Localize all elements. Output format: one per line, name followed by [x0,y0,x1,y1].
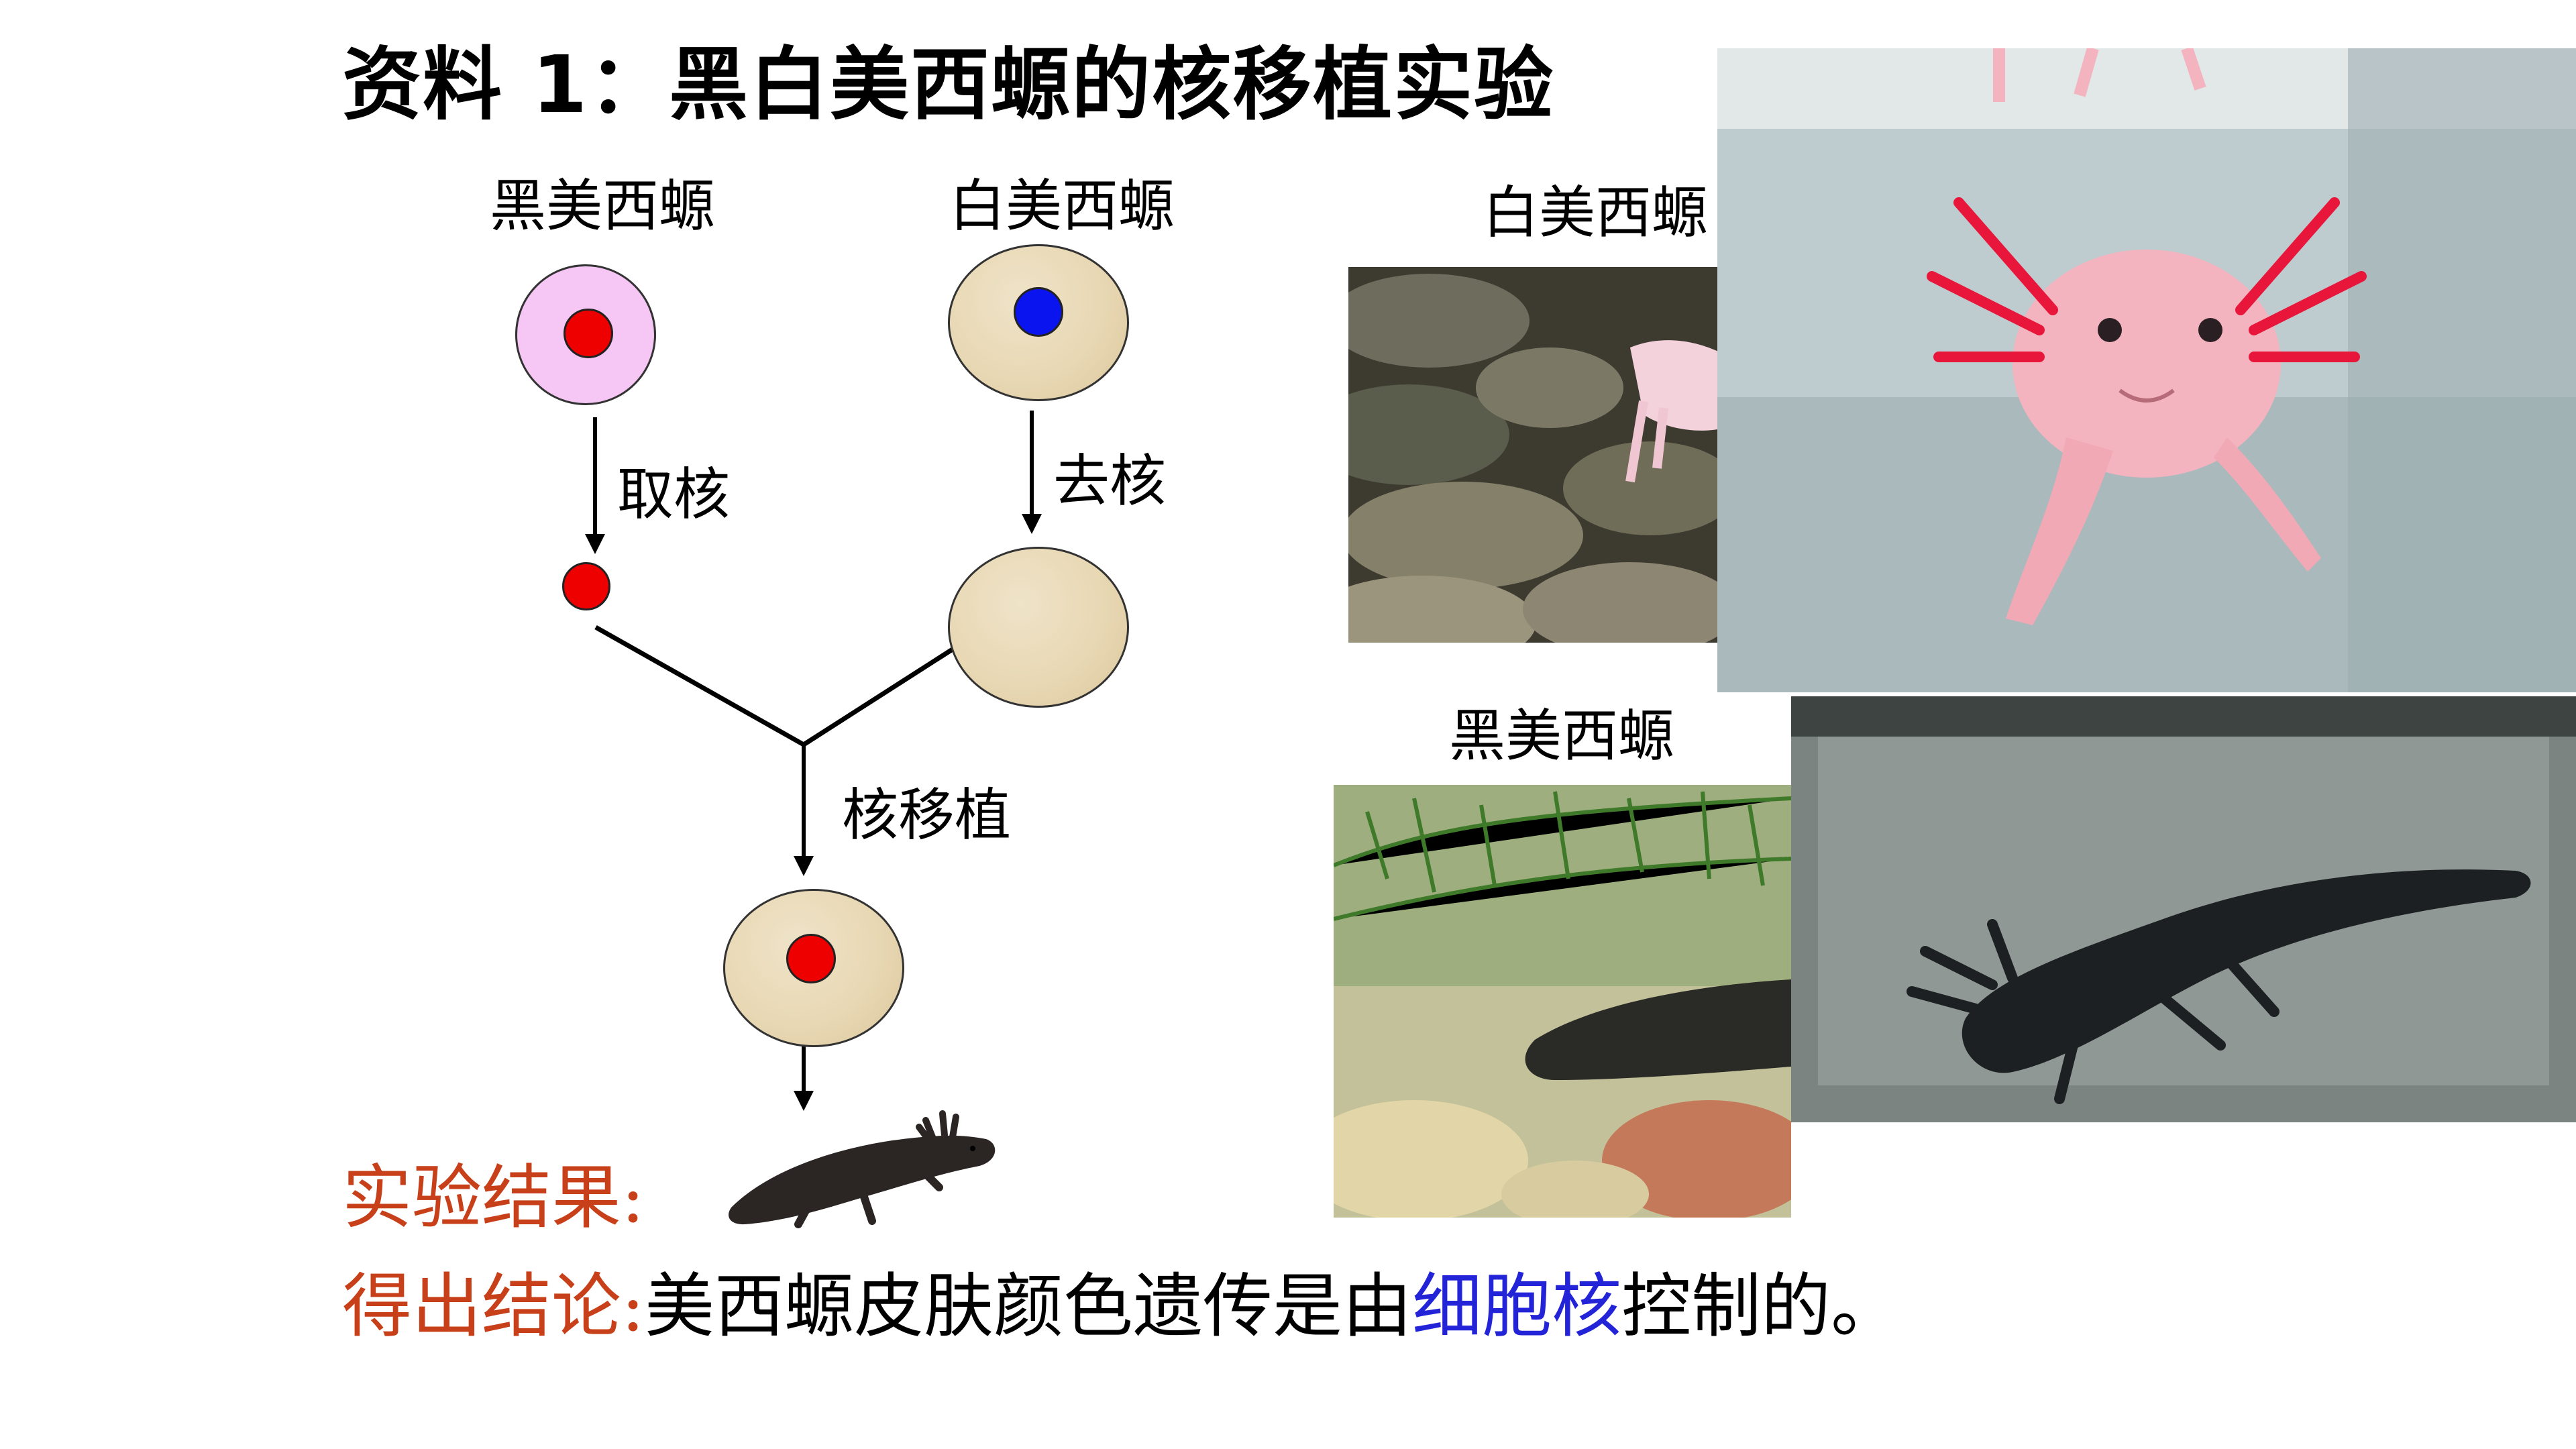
black-axolotl-cell [515,264,656,405]
isolated-nucleus [562,562,610,610]
conclusion-text-before: 美西螈皮肤颜色遗传是由 [645,1265,1413,1347]
black-cell-nucleus [564,309,613,358]
merge-line-left [594,625,805,747]
photo-white-label: 白美西螈 [1483,180,1709,246]
white-egg-nucleus [1014,287,1063,337]
photo-black-axolotl-tank [1791,696,2576,1122]
reconstructed-egg-nucleus [786,934,836,983]
photo-black-axolotl-plants [1334,785,1791,1218]
remove-nucleus-label: 去核 [1053,448,1167,514]
enucleated-egg [948,547,1129,708]
white-axolotl-egg [948,244,1129,401]
photo-black-label: 黑美西螈 [1449,703,1675,769]
merge-line-right [802,639,967,747]
photo-white-axolotl-pebbles [1348,267,1724,643]
transplant-label: 核移植 [842,782,1012,848]
result-label: 实验结果: [342,1157,645,1238]
white-axolotl-label: 白美西螈 [949,173,1175,239]
photo-pink-axolotl-closeup [1717,48,2576,692]
offspring-black-axolotl [729,1110,996,1228]
black-axolotl-label: 黑美西螈 [490,173,716,239]
conclusion-label: 得出结论: [342,1265,645,1347]
conclusion-highlight: 细胞核 [1412,1265,1622,1347]
conclusion-line: 得出结论:美西螈皮肤颜色遗传是由细胞核控制的。 [342,1249,1900,1350]
conclusion-text-after: 控制的。 [1621,1265,1901,1347]
take-nucleus-label: 取核 [617,462,731,527]
slide-title: 资料 1：黑白美西螈的核移植实验 [342,38,1555,131]
